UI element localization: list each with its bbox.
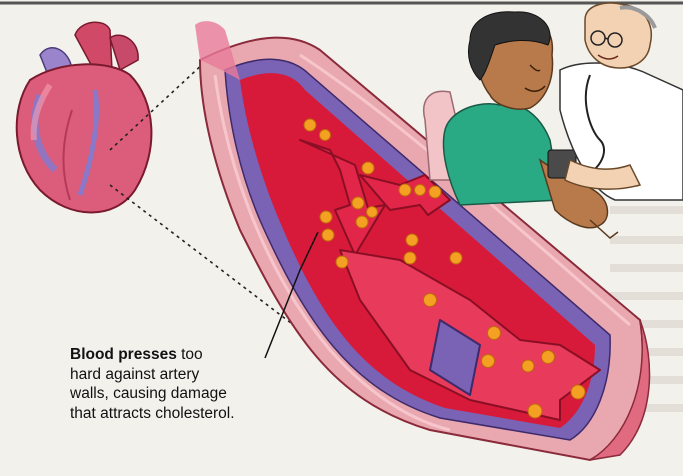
shirt (443, 104, 560, 205)
doctor-illustration (560, 3, 683, 200)
heart-illustration (17, 22, 152, 212)
caption-line-2: hard against artery (70, 365, 330, 385)
caption-bold: Blood presses (70, 346, 177, 363)
caption-line-4: that attracts cholesterol. (70, 404, 330, 424)
caption-line-1-rest: too (177, 346, 203, 363)
caption-line-1: Blood presses too (70, 345, 330, 365)
caption: Blood presses too hard against artery wa… (70, 345, 330, 423)
caption-line-3: walls, causing damage (70, 384, 330, 404)
